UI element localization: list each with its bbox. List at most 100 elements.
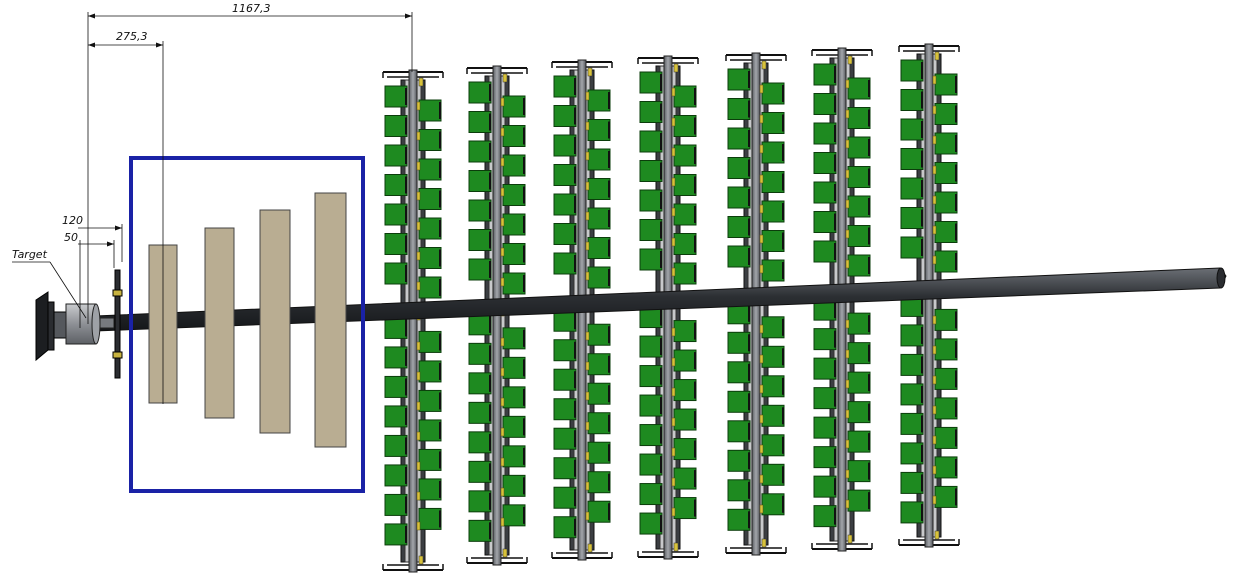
station-module — [587, 237, 611, 259]
station-module — [934, 103, 958, 125]
station-mount — [932, 345, 937, 355]
module-edge — [439, 131, 441, 149]
station-mount — [500, 157, 505, 167]
station-module — [813, 181, 837, 204]
module-edge — [574, 312, 576, 330]
station-module — [587, 382, 611, 405]
station-mount — [416, 191, 421, 201]
station-mount — [585, 271, 590, 281]
station-module — [934, 426, 958, 449]
station-mount — [585, 211, 590, 221]
station-module — [587, 266, 611, 289]
station-module — [639, 394, 663, 417]
station-mount — [759, 84, 764, 94]
module-edge — [660, 426, 662, 444]
module-edge — [439, 220, 441, 237]
station-module — [553, 457, 577, 480]
station-module — [813, 122, 837, 145]
target-assembly — [35, 269, 123, 379]
station-mount — [585, 181, 590, 191]
module-edge — [834, 66, 836, 83]
station-mount — [759, 384, 764, 394]
station-mount — [500, 397, 505, 407]
station-module — [847, 460, 871, 483]
station-module — [468, 460, 492, 483]
module-edge — [955, 164, 957, 182]
station-module — [468, 170, 492, 192]
station-module — [384, 523, 408, 546]
station-mount — [759, 234, 764, 244]
module-edge — [489, 345, 491, 363]
station-module — [900, 412, 924, 435]
module-edge — [921, 503, 923, 521]
station-module — [468, 401, 492, 424]
module-edge — [694, 411, 696, 429]
module-edge — [834, 95, 836, 113]
station-module — [502, 95, 526, 118]
module-edge — [608, 385, 610, 403]
module-edge — [660, 485, 662, 503]
station-connector — [587, 543, 593, 553]
station-module — [727, 245, 751, 268]
station-module — [761, 82, 785, 105]
station-module — [761, 200, 785, 223]
module-edge — [694, 206, 696, 223]
module-edge — [439, 190, 441, 208]
station-mount — [932, 375, 937, 385]
station-module — [468, 140, 492, 163]
station-module — [727, 68, 751, 91]
station-module — [900, 207, 924, 229]
station-mount — [759, 174, 764, 184]
module-edge — [489, 374, 491, 392]
module-edge — [921, 297, 923, 315]
station-mount — [500, 457, 505, 467]
station-module — [727, 361, 751, 384]
module-edge — [834, 360, 836, 378]
tracking-disk-2 — [204, 227, 235, 419]
station-mount — [500, 427, 505, 437]
module-edge — [782, 495, 784, 513]
station-module — [418, 129, 442, 151]
station-module — [639, 101, 663, 123]
station-module — [934, 338, 958, 361]
station-mount — [845, 379, 850, 389]
module-edge — [782, 203, 784, 220]
module-edge — [782, 262, 784, 279]
module-edge — [955, 370, 957, 388]
module-edge — [694, 440, 696, 458]
station-mount — [671, 267, 676, 277]
station-module — [727, 479, 751, 502]
station-module — [418, 276, 442, 299]
station-module — [384, 144, 408, 167]
station-mount — [845, 349, 850, 359]
module-edge — [868, 462, 870, 480]
station-mount — [585, 331, 590, 341]
station-module — [587, 119, 611, 141]
module-edge — [489, 463, 491, 481]
dimension-total-label: 1167,3 — [232, 2, 271, 15]
station-module — [673, 349, 697, 372]
station-mount — [845, 499, 850, 509]
tracking-disk-4 — [314, 192, 347, 448]
station-module — [900, 471, 924, 494]
module-edge — [523, 216, 525, 233]
module-edge — [489, 143, 491, 160]
module-edge — [834, 448, 836, 466]
dimension-lines — [12, 12, 413, 404]
station-mount — [759, 414, 764, 424]
module-edge — [523, 98, 525, 115]
module-edge — [921, 150, 923, 168]
station-module — [553, 516, 577, 539]
station-mount — [759, 444, 764, 454]
module-edge — [574, 107, 576, 125]
module-edge — [694, 322, 696, 340]
module-edge — [921, 415, 923, 433]
module-edge — [782, 144, 784, 161]
module-edge — [489, 113, 491, 131]
station-module — [673, 438, 697, 461]
module-edge — [489, 231, 491, 249]
station-module — [847, 107, 871, 129]
station-module — [900, 324, 924, 347]
station-mount — [671, 417, 676, 427]
station-module — [761, 463, 785, 486]
